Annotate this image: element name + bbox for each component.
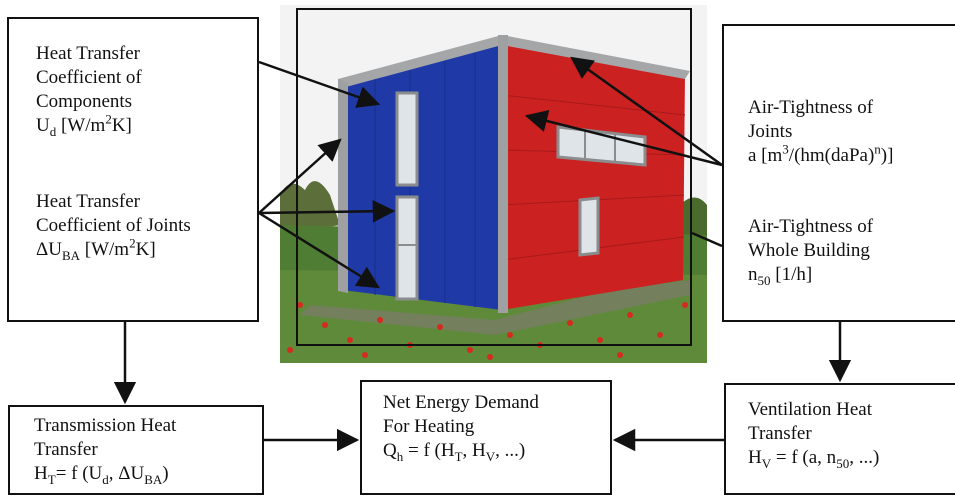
arrow-to-blue-window: [258, 200, 396, 223]
arrow-to-roof-edge: [570, 56, 723, 167]
heat-transfer-box: [7, 17, 259, 322]
ventilation-label: Ventilation Heat Transfer HV = f (a, n50…: [748, 399, 880, 471]
arrow-to-blue-facade: [258, 60, 381, 108]
air-tightness-box: [722, 24, 955, 322]
photo-frame: [296, 8, 692, 346]
net-energy-box: [360, 380, 612, 495]
heat-transfer-components-label: Heat Transfer Coefficient of Components …: [36, 43, 142, 139]
line-red-facade: [691, 231, 723, 248]
air-tightness-building-label: Air-Tightness of Whole Building n50 [1/h…: [748, 216, 874, 288]
transmission-box: [8, 405, 264, 495]
heat-transfer-joints-label: Heat Transfer Coefficient of Joints ΔUBA…: [36, 191, 191, 263]
arrow-to-red-joint: [524, 110, 723, 167]
ventilation-box: [724, 383, 955, 495]
net-energy-label: Net Energy Demand For Heating Qh = f (HT…: [383, 392, 539, 464]
air-tightness-joints-label: Air-Tightness of Joints a [m3/(hm(daPa)n…: [748, 97, 894, 166]
arrow-to-blue-joint: [258, 138, 342, 214]
arrow-to-blue-base: [258, 211, 380, 289]
transmission-label: Transmission Heat Transfer HT= f (Ud, ΔU…: [34, 415, 177, 487]
